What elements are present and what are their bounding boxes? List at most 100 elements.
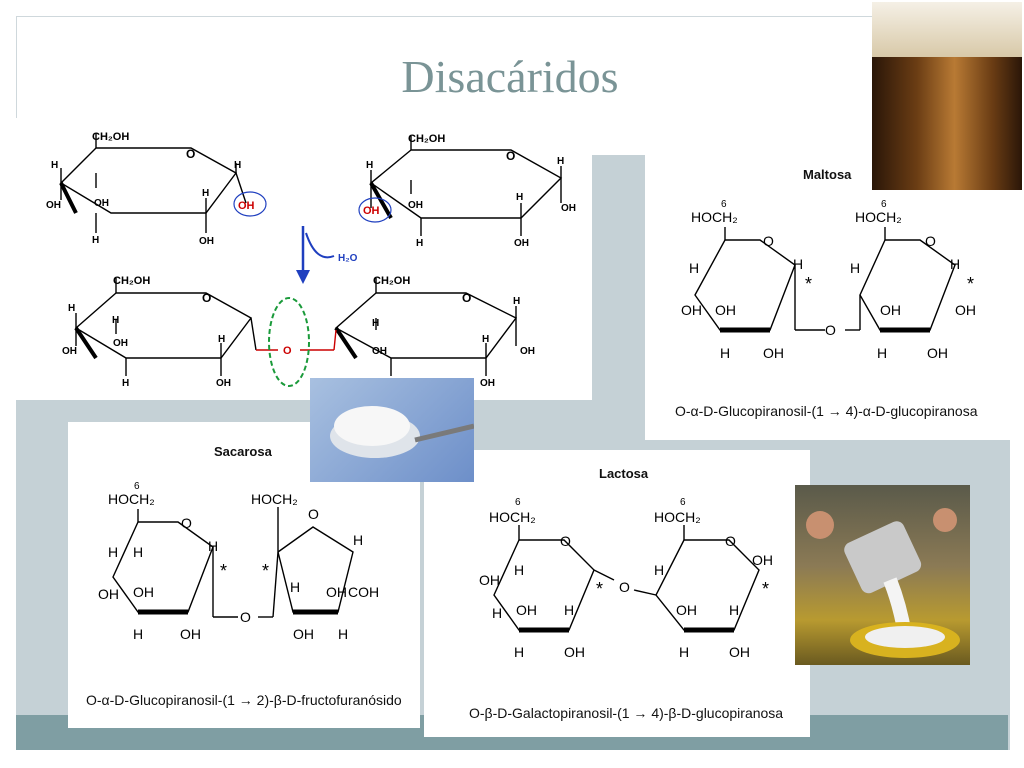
h-label: H xyxy=(372,318,379,329)
oh-label: OH xyxy=(561,203,576,214)
h-label: H xyxy=(51,160,58,171)
oh-label: OH xyxy=(752,552,773,568)
maltose-structure: 6 HOCH₂ O H OH OH H * H OH O 6 HOCH₂ O H… xyxy=(681,199,976,361)
oh-label: OH xyxy=(62,346,77,357)
oh-label: OH xyxy=(681,302,702,318)
oh-label: OH xyxy=(46,200,61,211)
h-label: H xyxy=(366,160,373,171)
hoch2-label: HOCH₂ xyxy=(108,491,155,507)
oh-label: OH xyxy=(514,238,529,249)
lactose-panel: Lactosa 6 HOCH₂ O OH H H OH H * H OH O 6… xyxy=(424,450,810,737)
ring-oxygen-1: O xyxy=(186,147,195,161)
anomeric-asterisk: * xyxy=(762,579,769,599)
h-label: H xyxy=(513,296,520,307)
reactive-oh-2: OH xyxy=(363,205,380,217)
oh-label: OH xyxy=(480,378,495,389)
hoch2-label: HOCH₂ xyxy=(251,491,298,507)
h-label: H xyxy=(877,345,887,361)
h-label: H xyxy=(793,256,803,272)
glycosidic-oxygen: O xyxy=(825,322,836,338)
h-label: H xyxy=(112,315,119,326)
ring-oxygen: O xyxy=(308,506,319,522)
oh-label: OH xyxy=(763,345,784,361)
h-label: H xyxy=(654,562,664,578)
h-label: H xyxy=(850,260,860,276)
anomeric-asterisk: * xyxy=(805,274,812,294)
h-label: H xyxy=(729,602,739,618)
beer-glass-photo xyxy=(872,2,1022,190)
ring-oxygen: O xyxy=(462,291,471,305)
h-label: H xyxy=(516,192,523,203)
h-label: H xyxy=(679,644,689,660)
reactive-hydroxyl-circle-1 xyxy=(233,191,267,217)
oh-label: OH xyxy=(133,584,154,600)
carbon-number: 6 xyxy=(134,481,140,492)
condensation-reaction-panel: CH₂OH O H OH OH H H OH H OH CH₂OH O H OH… xyxy=(16,118,592,400)
ring-oxygen: O xyxy=(560,533,571,549)
h-label: H xyxy=(689,260,699,276)
oh-label: OH xyxy=(180,626,201,642)
oh-label: OH xyxy=(927,345,948,361)
h-label: H xyxy=(950,256,960,272)
carbon-number: 6 xyxy=(515,497,521,508)
carbon-number: 6 xyxy=(881,199,887,210)
h-label: H xyxy=(514,644,524,660)
oh-label: OH xyxy=(408,200,423,211)
oh-label: OH xyxy=(516,602,537,618)
anomeric-asterisk: * xyxy=(262,561,269,581)
hoch2-label: HOCH₂ xyxy=(489,509,536,525)
h-label: H xyxy=(133,544,143,560)
hoch2-label: HOCH₂ xyxy=(855,209,902,225)
anomeric-asterisk: * xyxy=(596,579,603,599)
oh-label: OH xyxy=(199,236,214,247)
frame-line-left xyxy=(16,16,17,120)
condensation-reaction-diagram: CH₂OH O H OH OH H H OH H OH CH₂OH O H OH… xyxy=(46,131,576,389)
reactive-oh-1: OH xyxy=(238,200,255,212)
lactose-name: Lactosa xyxy=(599,466,649,481)
lactose-structure: 6 HOCH₂ O OH H H OH H * H OH O 6 HOCH₂ O… xyxy=(479,497,773,660)
h-label: H xyxy=(68,303,75,314)
glycosidic-oxygen: O xyxy=(619,579,630,595)
h-label: H xyxy=(338,626,348,642)
ring-oxygen: O xyxy=(725,533,736,549)
h-label: H xyxy=(234,160,241,171)
ring-oxygen-2: O xyxy=(506,149,515,163)
frame-line-top xyxy=(16,16,1011,17)
oh-label: OH xyxy=(479,572,500,588)
ch2oh-label-1: CH₂OH xyxy=(92,131,129,143)
h-label: H xyxy=(122,378,129,389)
reaction-arrow-head xyxy=(296,270,310,284)
carbon-number: 6 xyxy=(680,497,686,508)
h-label: H xyxy=(720,345,730,361)
h-label: H xyxy=(514,562,524,578)
hoch2-label: HOCH₂ xyxy=(654,509,701,525)
ch2oh-label-2: CH₂OH xyxy=(408,133,445,145)
coh-label: COH xyxy=(348,584,379,600)
oh-label: OH xyxy=(729,644,750,660)
maltose-caption: O-α-D-Glucopiranosil-(1 → 4)-α-D-glucopi… xyxy=(675,403,978,419)
h-label: H xyxy=(482,334,489,345)
milk-pouring-image xyxy=(806,508,960,658)
ring-oxygen: O xyxy=(181,515,192,531)
slide-title: Disacáridos xyxy=(401,51,619,102)
h-label: H xyxy=(208,538,218,554)
h-label: H xyxy=(108,544,118,560)
h-label: H xyxy=(133,626,143,642)
anomeric-asterisk: * xyxy=(967,274,974,294)
ch2oh-label: CH₂OH xyxy=(373,275,410,287)
h-label: H xyxy=(202,188,209,199)
oh-label: OH xyxy=(216,378,231,389)
h-label: H xyxy=(290,579,300,595)
glycosidic-bond-highlight xyxy=(268,297,310,387)
sucrose-caption: O-α-D-Glucopiranosil-(1 → 2)-β-D-fructof… xyxy=(86,692,402,708)
h-label: H xyxy=(353,532,363,548)
sucrose-structure: 6 HOCH₂ O H H OH OH H * H OH O HOCH₂ * O… xyxy=(98,481,379,642)
h-label: H xyxy=(492,605,502,621)
oh-label: OH xyxy=(372,346,387,357)
oh-label: OH xyxy=(676,602,697,618)
oh-label: OH xyxy=(326,584,347,600)
ring-oxygen: O xyxy=(763,233,774,249)
h-label: H xyxy=(92,235,99,246)
oh-label: OH xyxy=(113,338,128,349)
oh-label: OH xyxy=(520,346,535,357)
